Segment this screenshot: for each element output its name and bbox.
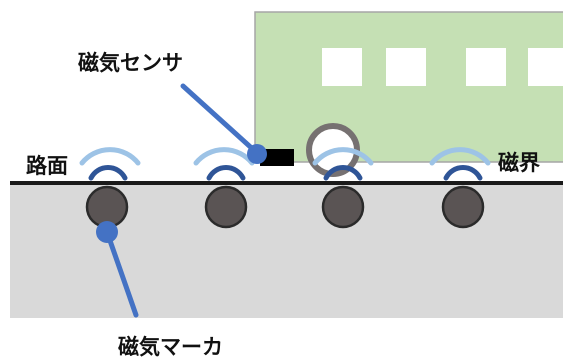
magnetic-sensor-label: 磁気センサ <box>78 51 183 75</box>
vehicle-body <box>254 11 563 163</box>
magnetic-field-outer <box>79 147 141 166</box>
magnetic-field-inner <box>323 164 363 181</box>
magnetic-marker <box>321 185 365 229</box>
vehicle-window <box>322 48 362 86</box>
marker-pointer-dot <box>96 221 118 243</box>
sensor-pointer-dot <box>247 144 267 164</box>
road-surface-label: 路面 <box>26 154 68 178</box>
sensor-pointer-line <box>180 83 259 155</box>
magnetic-marker-label: 磁気マーカ <box>118 335 223 359</box>
magnetic-field-outer <box>429 147 491 166</box>
magnetic-marker <box>204 185 248 229</box>
vehicle-window <box>386 48 426 86</box>
marker-pointer-line <box>104 229 139 318</box>
magnetic-field-label: 磁界 <box>498 151 540 175</box>
magnetic-sensor <box>260 149 294 166</box>
vehicle-window <box>466 48 506 86</box>
magnetic-field-outer <box>193 147 255 166</box>
magnetic-field-outer <box>312 147 374 166</box>
magnetic-field-inner <box>88 164 128 181</box>
magnetic-marker <box>441 185 485 229</box>
magnetic-field-inner <box>443 164 483 181</box>
vehicle-window <box>528 48 563 86</box>
magnetic-field-inner <box>206 164 246 181</box>
